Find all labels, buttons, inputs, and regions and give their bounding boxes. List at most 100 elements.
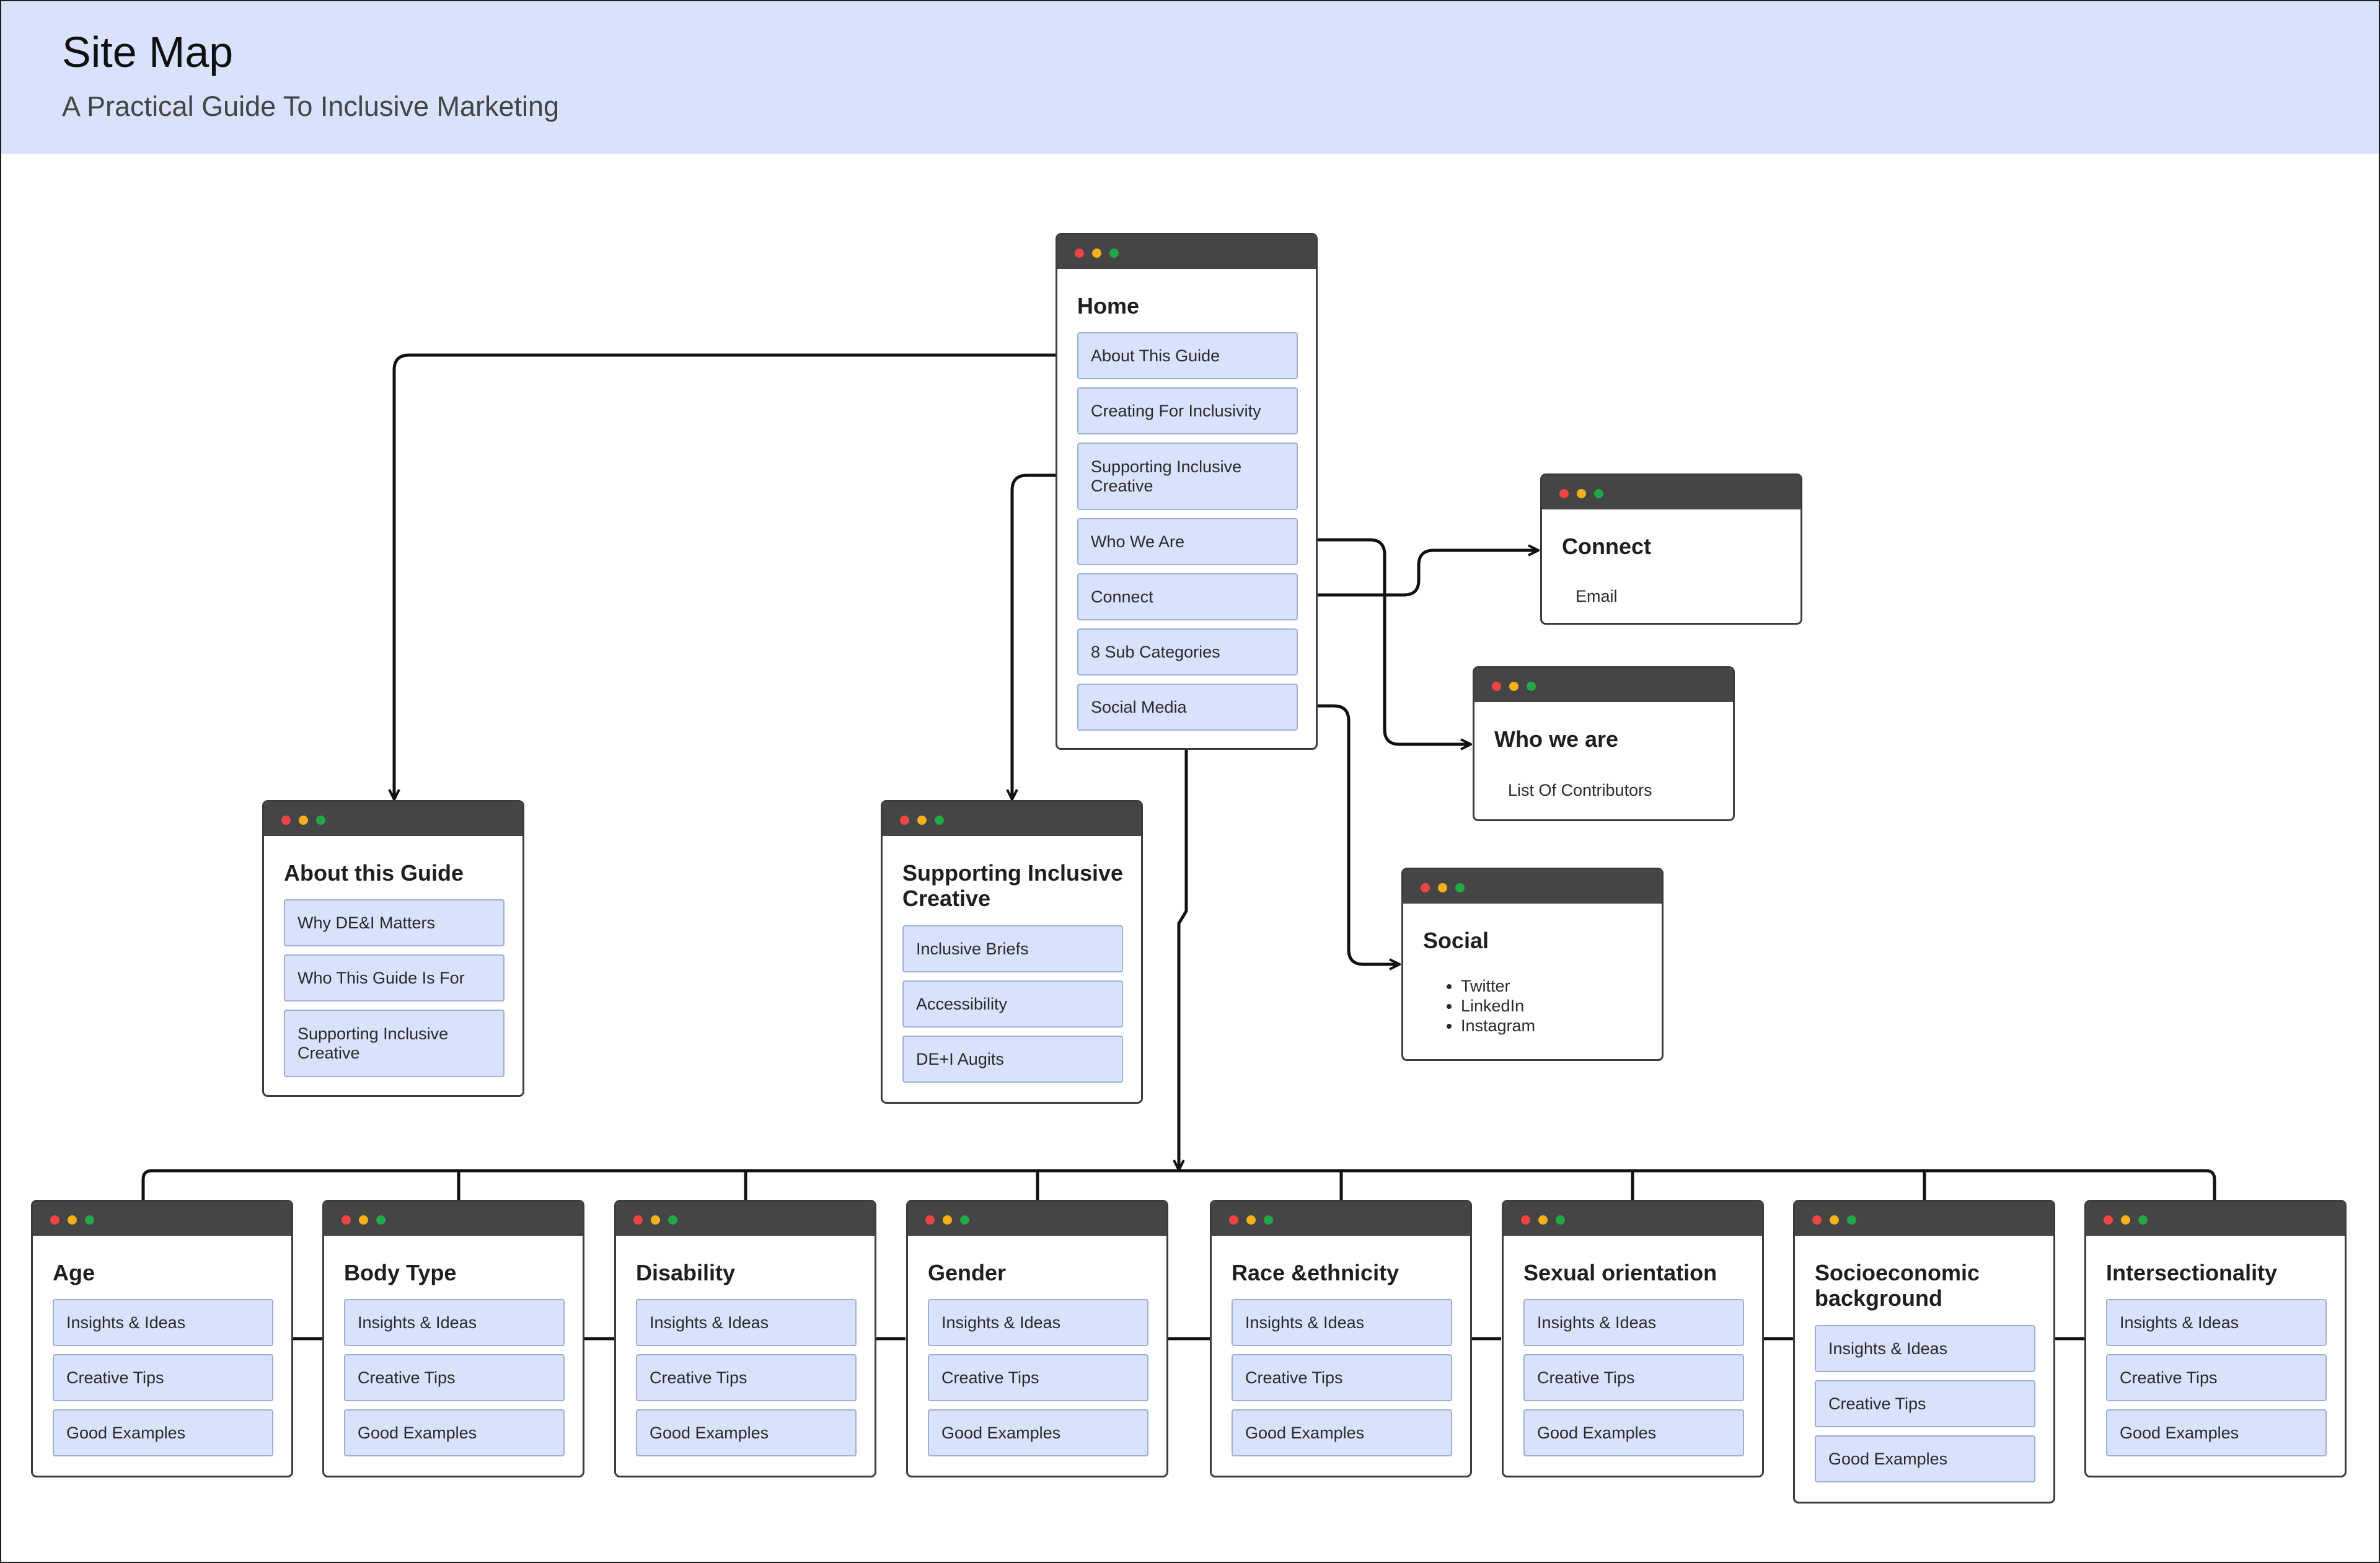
- home-item-creating[interactable]: Creating For Inclusivity: [1077, 387, 1298, 434]
- window-bar: [264, 802, 522, 836]
- card-title: Disability: [636, 1260, 736, 1285]
- connect-item-email[interactable]: Email: [1576, 587, 1618, 605]
- home-item-connect[interactable]: Connect: [1077, 573, 1298, 620]
- category-item-examples[interactable]: Good Examples: [928, 1409, 1148, 1456]
- page-subtitle: A Practical Guide To Inclusive Marketing: [62, 90, 560, 122]
- close-dot-icon: [50, 1215, 60, 1225]
- card-category-disability: Disability Insights & Ideas Creative Tip…: [614, 1200, 876, 1477]
- maximize-dot-icon: [1594, 489, 1603, 498]
- card-title: Who we are: [1494, 726, 1619, 752]
- category-item-insights[interactable]: Insights & Ideas: [1523, 1299, 1744, 1346]
- connector-connect: [1297, 550, 1538, 597]
- maximize-dot-icon: [2138, 1215, 2148, 1225]
- about-item-audience[interactable]: Who This Guide Is For: [284, 954, 505, 1002]
- category-item-insights[interactable]: Insights & Ideas: [2106, 1299, 2327, 1346]
- close-dot-icon: [1229, 1215, 1238, 1225]
- category-item-insights[interactable]: Insights & Ideas: [53, 1299, 273, 1346]
- card-title: Supporting Inclusive Creative: [902, 860, 1124, 911]
- minimize-dot-icon: [2121, 1215, 2130, 1225]
- category-item-examples[interactable]: Good Examples: [2106, 1409, 2327, 1456]
- minimize-dot-icon: [1438, 883, 1447, 892]
- category-item-tips[interactable]: Creative Tips: [1815, 1380, 2035, 1427]
- close-dot-icon: [1812, 1215, 1822, 1225]
- maximize-dot-icon: [1264, 1215, 1273, 1225]
- category-item-examples[interactable]: Good Examples: [1523, 1409, 1744, 1456]
- about-item-dei[interactable]: Why DE&I Matters: [284, 899, 505, 946]
- social-item-twitter[interactable]: Twitter: [1461, 976, 1535, 996]
- category-item-insights[interactable]: Insights & Ideas: [1232, 1299, 1452, 1346]
- category-item-examples[interactable]: Good Examples: [344, 1409, 565, 1456]
- category-item-insights[interactable]: Insights & Ideas: [1815, 1325, 2035, 1372]
- maximize-dot-icon: [960, 1215, 969, 1225]
- minimize-dot-icon: [1246, 1215, 1256, 1225]
- social-item-linkedin[interactable]: LinkedIn: [1461, 996, 1535, 1016]
- category-item-tips[interactable]: Creative Tips: [2106, 1354, 2327, 1401]
- supporting-item-audits[interactable]: DE+I Augits: [902, 1036, 1123, 1083]
- connector-social: [1297, 704, 1399, 964]
- card-title: Race &ethnicity: [1232, 1260, 1399, 1285]
- category-item-tips[interactable]: Creative Tips: [1523, 1354, 1744, 1401]
- window-bar: [324, 1202, 583, 1236]
- maximize-dot-icon: [316, 816, 325, 825]
- category-item-tips[interactable]: Creative Tips: [636, 1354, 857, 1401]
- card-title: Home: [1077, 293, 1140, 319]
- supporting-item-accessibility[interactable]: Accessibility: [902, 980, 1123, 1028]
- minimize-dot-icon: [299, 816, 308, 825]
- maximize-dot-icon: [668, 1215, 677, 1225]
- category-item-tips[interactable]: Creative Tips: [53, 1354, 273, 1401]
- minimize-dot-icon: [1092, 249, 1101, 258]
- minimize-dot-icon: [1509, 682, 1518, 691]
- category-item-tips[interactable]: Creative Tips: [1232, 1354, 1452, 1401]
- minimize-dot-icon: [1577, 489, 1586, 498]
- window-bar: [908, 1202, 1166, 1236]
- minimize-dot-icon: [68, 1215, 77, 1225]
- card-category-age: Age Insights & Ideas Creative Tips Good …: [31, 1200, 293, 1477]
- header-banner: Site Map A Practical Guide To Inclusive …: [1, 1, 2379, 154]
- window-bar: [1504, 1202, 1762, 1236]
- window-bar: [1403, 870, 1662, 904]
- category-item-tips[interactable]: Creative Tips: [344, 1354, 565, 1401]
- home-item-social-media[interactable]: Social Media: [1077, 684, 1298, 731]
- category-item-insights[interactable]: Insights & Ideas: [928, 1299, 1148, 1346]
- minimize-dot-icon: [359, 1215, 368, 1225]
- social-item-instagram[interactable]: Instagram: [1461, 1016, 1535, 1036]
- home-item-supporting[interactable]: Supporting Inclusive Creative: [1077, 442, 1298, 510]
- category-item-examples[interactable]: Good Examples: [636, 1409, 857, 1456]
- categories-bus: [141, 1169, 2216, 1200]
- maximize-dot-icon: [935, 816, 944, 825]
- card-connect: Connect Email: [1540, 473, 1802, 625]
- window-bar: [1795, 1202, 2053, 1236]
- category-item-examples[interactable]: Good Examples: [1815, 1435, 2035, 1482]
- maximize-dot-icon: [85, 1215, 94, 1225]
- card-title: Body Type: [344, 1260, 457, 1285]
- card-title: Social: [1423, 928, 1489, 953]
- about-item-supporting[interactable]: Supporting Inclusive Creative: [284, 1010, 505, 1077]
- window-bar: [1057, 235, 1316, 269]
- card-who-we-are: Who we are List Of Contributors: [1473, 666, 1735, 821]
- social-list: Twitter LinkedIn Instagram: [1424, 976, 1535, 1036]
- card-title: Socioeconomic background: [1815, 1260, 1980, 1311]
- close-dot-icon: [1421, 883, 1430, 892]
- who-we-are-item-contributors[interactable]: List Of Contributors: [1508, 781, 1652, 799]
- maximize-dot-icon: [376, 1215, 386, 1225]
- minimize-dot-icon: [1538, 1215, 1548, 1225]
- window-bar: [33, 1202, 291, 1236]
- category-item-insights[interactable]: Insights & Ideas: [636, 1299, 857, 1346]
- supporting-item-briefs[interactable]: Inclusive Briefs: [902, 925, 1123, 972]
- home-item-sub-categories[interactable]: 8 Sub Categories: [1077, 628, 1298, 676]
- window-bar: [2086, 1202, 2345, 1236]
- home-item-who-we-are[interactable]: Who We Are: [1077, 518, 1298, 565]
- card-social: Social Twitter LinkedIn Instagram: [1401, 868, 1664, 1061]
- card-title: About this Guide: [284, 860, 464, 886]
- home-item-about[interactable]: About This Guide: [1077, 332, 1298, 379]
- category-item-tips[interactable]: Creative Tips: [928, 1354, 1148, 1401]
- close-dot-icon: [1492, 682, 1501, 691]
- category-item-examples[interactable]: Good Examples: [53, 1409, 273, 1456]
- maximize-dot-icon: [1455, 883, 1465, 892]
- category-item-insights[interactable]: Insights & Ideas: [344, 1299, 565, 1346]
- card-title: Sexual orientation: [1523, 1260, 1717, 1285]
- window-bar: [1474, 668, 1733, 702]
- category-item-examples[interactable]: Good Examples: [1232, 1409, 1452, 1456]
- card-title: Gender: [928, 1260, 1007, 1285]
